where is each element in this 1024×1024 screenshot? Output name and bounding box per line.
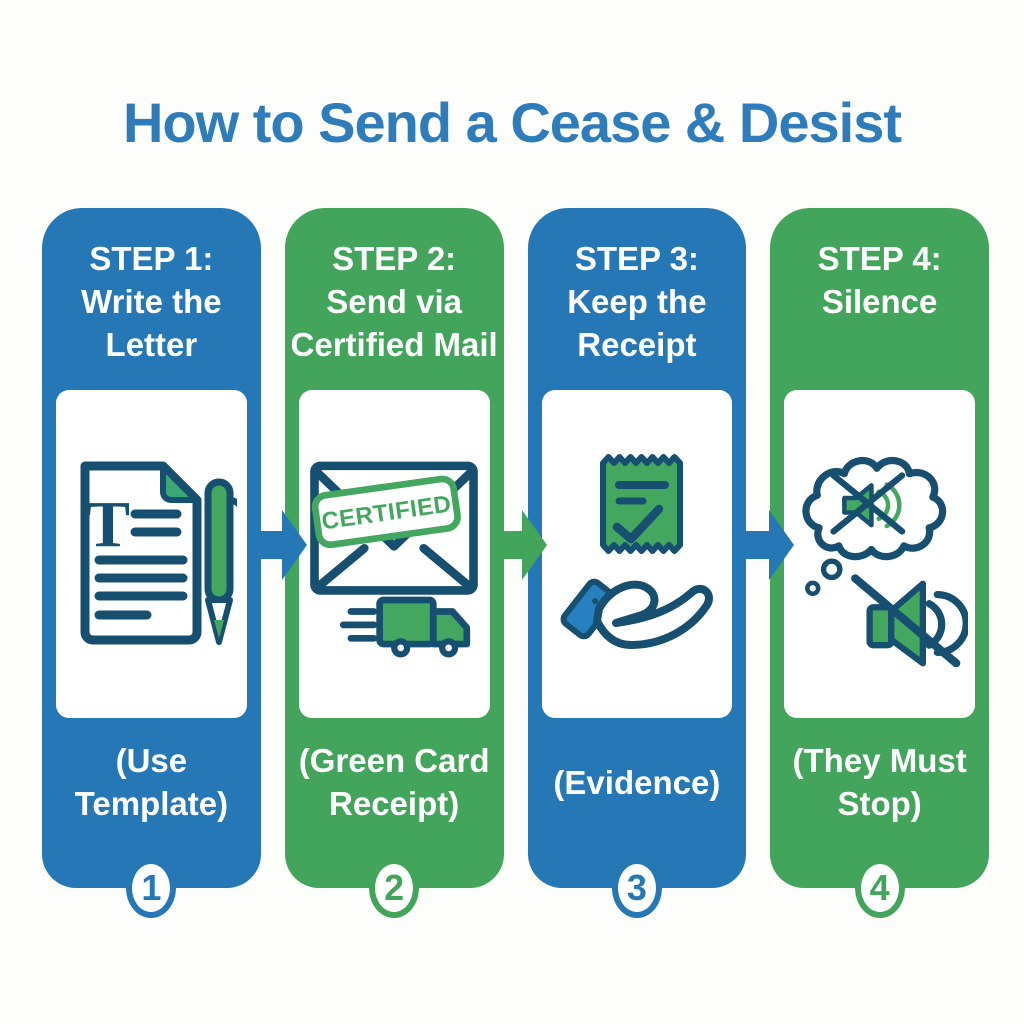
step-3-column: STEP 3: Keep the Receipt xyxy=(527,208,747,918)
step-title-line: Write the xyxy=(81,282,222,320)
caption-line: Stop) xyxy=(837,785,922,822)
step-number: 4 xyxy=(869,867,890,908)
step-3-number-badge: 3 xyxy=(611,858,662,918)
step-number: 3 xyxy=(626,867,647,908)
step-3-caption: (Evidence) xyxy=(528,708,747,858)
caption-line: (They Must xyxy=(792,742,967,780)
step-title-line: Certified Mail xyxy=(290,325,498,363)
step-number: 1 xyxy=(141,867,162,908)
steps-row: STEP 1: Write the Letter T xyxy=(42,208,989,918)
step-label: STEP 4: xyxy=(817,240,942,277)
step-title-line: Letter xyxy=(105,325,198,363)
step-4-column: STEP 4: Silence xyxy=(770,208,989,918)
document-letter: T xyxy=(86,488,130,561)
step-title-line: Send via xyxy=(326,282,462,320)
step-3-header: STEP 3: Keep the Receipt xyxy=(528,208,747,390)
step-2-icon-box: CERTIFIED xyxy=(298,390,490,718)
step-1-header: STEP 1: Write the Letter xyxy=(42,208,261,390)
step-4-header: STEP 4: Silence xyxy=(770,208,989,390)
step-1-number-badge: 1 xyxy=(126,858,177,918)
caption-line: (Evidence) xyxy=(553,763,721,801)
arrow-right-icon xyxy=(738,508,794,582)
muted-speaker-thought-icon xyxy=(802,457,968,667)
certified-envelope-truck-icon: CERTIFIED xyxy=(310,461,478,658)
caption-line: Template) xyxy=(74,785,229,822)
step-2-caption: (Green Card Receipt) xyxy=(285,708,504,858)
step-number: 2 xyxy=(384,867,405,908)
step-label: STEP 2: xyxy=(332,240,457,277)
step-1-caption: (Use Template) xyxy=(42,708,261,858)
delivery-truck xyxy=(340,596,471,658)
step-title-line: Keep the xyxy=(567,282,707,320)
step-2-column: STEP 2: Send via Certified Mail CERTIFIE… xyxy=(284,208,504,918)
certified-stamp: CERTIFIED xyxy=(311,475,462,549)
caption-line: (Use xyxy=(115,742,188,780)
step-2-header: STEP 2: Send via Certified Mail xyxy=(285,208,504,390)
arrow-right-icon xyxy=(251,508,307,582)
step-1-column: STEP 1: Write the Letter T xyxy=(42,208,261,918)
step-1-icon-box: T xyxy=(56,390,247,718)
caption-line: (Green Card xyxy=(298,742,490,780)
receipt-in-hand-icon xyxy=(560,454,713,649)
step-3-icon-box xyxy=(541,390,733,718)
step-label: STEP 1: xyxy=(89,240,214,277)
caption-line: Receipt) xyxy=(329,785,460,822)
step-2-number-badge: 2 xyxy=(369,858,420,918)
step-4-caption: (They Must Stop) xyxy=(770,708,989,858)
step-title-line: Receipt xyxy=(577,325,697,363)
page-title: How to Send a Cease & Desist xyxy=(122,91,902,154)
step-title-line: Silence xyxy=(821,282,938,320)
step-label: STEP 3: xyxy=(574,240,699,277)
arrow-right-icon xyxy=(491,508,547,582)
step-4-number-badge: 4 xyxy=(854,858,905,918)
document-and-pen-icon: T xyxy=(80,461,238,645)
step-4-icon-box xyxy=(784,390,975,718)
